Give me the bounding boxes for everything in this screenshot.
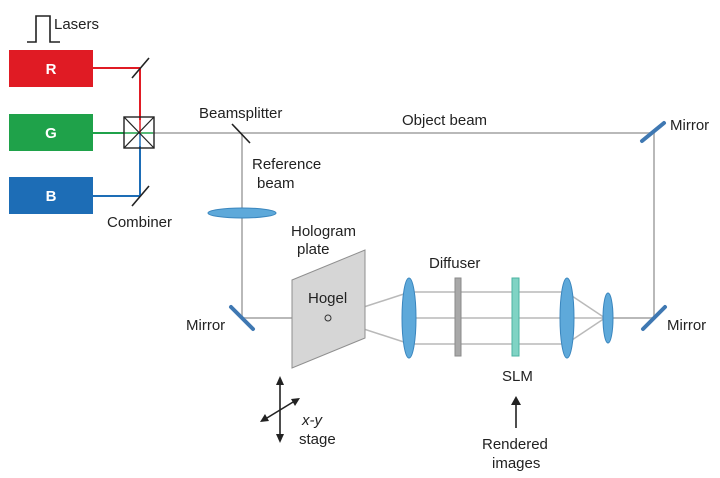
reference-lens <box>207 207 277 219</box>
hologram-label-2: plate <box>297 241 330 258</box>
slm-label: SLM <box>502 368 533 385</box>
combiner-label: Combiner <box>107 214 172 231</box>
lens-2 <box>559 277 575 359</box>
object-beam-label: Object beam <box>402 112 487 129</box>
reference-beam-label-1: Reference <box>252 156 321 173</box>
laser-g-label: G <box>45 125 57 142</box>
mirror-top-right-label: Mirror <box>670 117 709 134</box>
hogel-point <box>324 314 332 322</box>
laser-r <box>9 50 93 87</box>
mirror-right-label: Mirror <box>667 317 706 334</box>
laser-r-label: R <box>46 61 57 78</box>
lasers-label: Lasers <box>54 16 99 33</box>
mirror-left <box>229 305 255 331</box>
hologram-label-1: Hologram <box>291 223 356 240</box>
diffuser-label: Diffuser <box>429 255 480 272</box>
reference-beam-label-2: beam <box>257 175 295 192</box>
lens-1 <box>401 277 417 359</box>
laser-b <box>9 177 93 214</box>
laser-g <box>9 114 93 151</box>
stage-label-1: x-y <box>301 412 323 429</box>
combiner-mirror-top <box>131 57 150 79</box>
slm <box>511 277 520 357</box>
rendered-arrow-head <box>511 396 521 405</box>
rendered-label-2: images <box>492 455 540 472</box>
combiner-mirror-bottom <box>131 185 150 207</box>
mirror-right <box>641 305 667 331</box>
mirror-top-right <box>640 121 666 143</box>
rendered-label-1: Rendered <box>482 436 548 453</box>
beamsplitter-mirror <box>231 123 251 144</box>
mirror-left-label: Mirror <box>186 317 225 334</box>
beamsplitter-label: Beamsplitter <box>199 105 282 122</box>
laser-pulse-icon <box>27 15 60 43</box>
stage-label-2: stage <box>299 431 336 448</box>
diffuser <box>454 277 462 357</box>
lens-3 <box>602 292 614 344</box>
xy-stage-arrows-icon <box>260 376 300 443</box>
hogel-label: Hogel <box>308 290 347 307</box>
laser-b-label: B <box>46 188 57 205</box>
hologram-plate <box>291 249 366 369</box>
combiner-cube <box>123 116 155 149</box>
